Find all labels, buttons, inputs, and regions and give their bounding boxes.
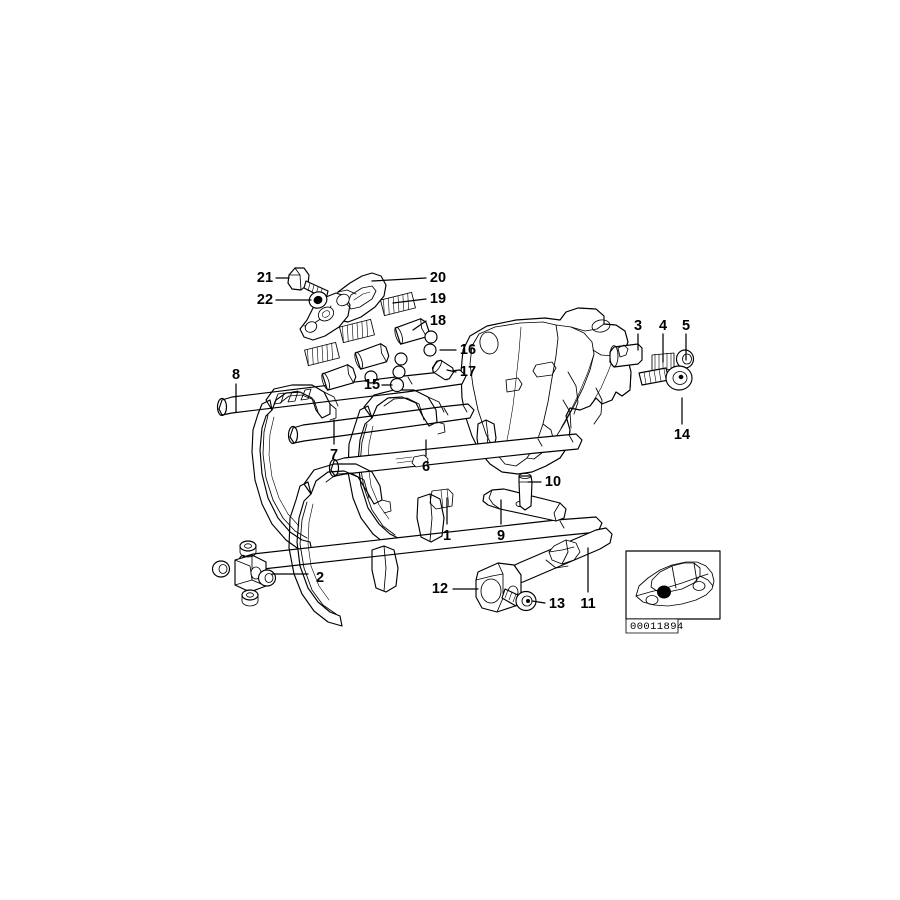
part-19-springs: [304, 291, 416, 367]
part-16-and-15-balls: [364, 330, 438, 393]
part-17-interlock-pin: [431, 359, 455, 381]
highlight-marker: [657, 585, 671, 599]
part-14-screw-plug: [638, 365, 693, 391]
shift-fork-lower-right-leg: [416, 493, 445, 543]
part-6-shift-rod: [328, 433, 583, 478]
callout-number-3: 3: [634, 318, 642, 334]
callout-number-22: 22: [257, 292, 273, 308]
shift-fork-lower: [288, 463, 399, 627]
callout-leader-17: [446, 369, 457, 373]
callout-number-12: 12: [432, 581, 448, 597]
part-18-detent-pins: [321, 318, 430, 391]
callout-number-10: 10: [545, 474, 561, 490]
callout-number-9: 9: [497, 528, 505, 544]
transmission-housing: [460, 307, 632, 475]
callout-number-2: 2: [316, 570, 324, 586]
part-22-washer: [308, 291, 328, 309]
callout-number-16: 16: [460, 342, 476, 358]
part-20-selector-lever: [299, 272, 387, 341]
callout-number-18: 18: [430, 313, 446, 329]
part-7-shift-rod: [287, 403, 475, 445]
callout-number-19: 19: [430, 291, 446, 307]
callout-number-1: 1: [443, 528, 451, 544]
callout-number-11: 11: [580, 596, 595, 612]
part-2-bushings: [211, 540, 277, 607]
callout-leader-19: [392, 298, 427, 304]
part-5-cap-nut: [675, 349, 695, 369]
callout-number-20: 20: [430, 270, 446, 286]
vehicle-thumbnail: 00011894: [625, 550, 721, 634]
callout-leader-13: [531, 600, 546, 604]
callout-leader-18: [412, 320, 427, 331]
callout-number-6: 6: [422, 459, 430, 475]
callout-number-7: 7: [330, 447, 338, 463]
callout-number-4: 4: [659, 318, 667, 334]
part-13-clamp-bolt: [501, 588, 537, 612]
callout-number-5: 5: [682, 318, 690, 334]
part-3-detent-sleeve: [609, 343, 643, 368]
callout-number-14: 14: [674, 427, 690, 443]
callout-number-8: 8: [232, 367, 240, 383]
part-10-dowel-pin: [518, 473, 533, 511]
shift-fork-left: [251, 384, 339, 553]
callout-number-17: 17: [460, 364, 476, 380]
callout-leader-20: [371, 277, 427, 282]
callout-number-15: 15: [364, 377, 380, 393]
callout-number-21: 21: [257, 270, 273, 286]
reference-code: 00011894: [630, 621, 684, 633]
callout-number-13: 13: [549, 596, 565, 612]
